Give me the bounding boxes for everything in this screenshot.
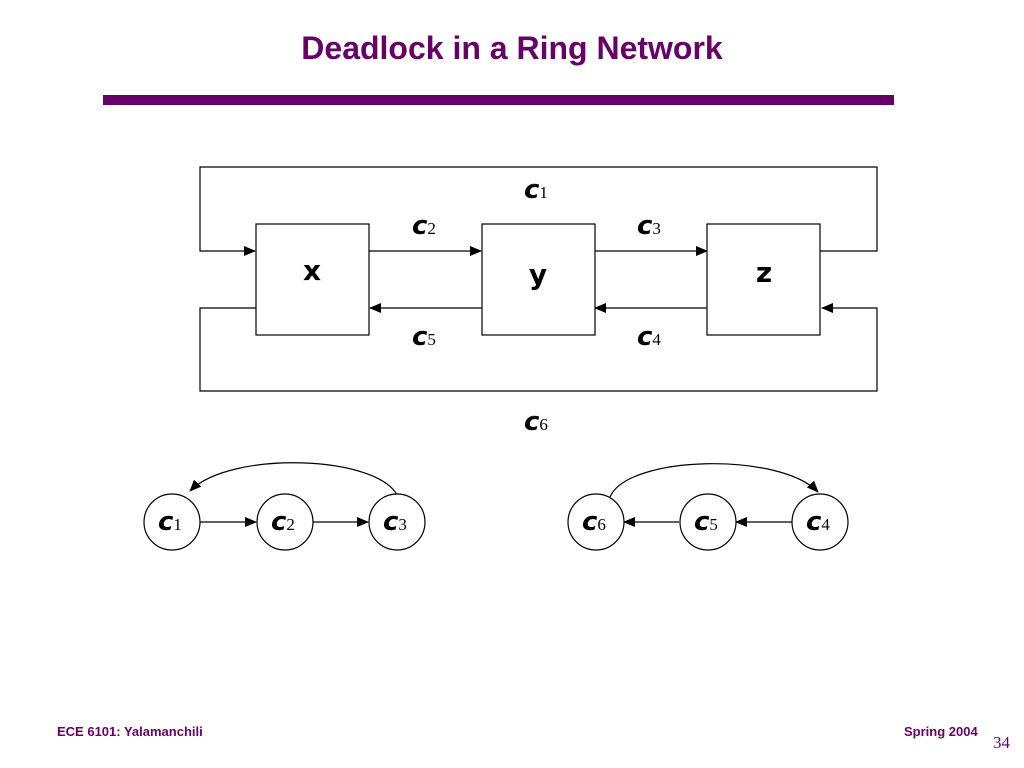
channel-label-c1: c1 xyxy=(524,175,548,205)
channel-label-c6: c6 xyxy=(524,407,548,437)
dep-node-c2 xyxy=(256,493,314,551)
dep-node-c1 xyxy=(143,493,201,551)
channel-label-c2: c2 xyxy=(412,211,436,241)
dep-node-c1-label: c1 xyxy=(158,507,182,537)
dep-node-c3 xyxy=(368,493,426,551)
dependency-graph-right: c6 c5 c4 xyxy=(567,463,849,551)
node-x: x xyxy=(255,223,370,336)
channel-label-c3: c3 xyxy=(637,211,661,241)
node-y: y xyxy=(481,223,596,336)
dep-node-c3-label: c3 xyxy=(383,507,407,537)
dep-edge-c3-c1 xyxy=(189,462,399,498)
node-y-label: y xyxy=(529,258,547,291)
dep-node-c5 xyxy=(679,493,737,551)
node-x-label: x xyxy=(303,254,321,287)
dep-node-c4 xyxy=(791,493,849,551)
dep-node-c2-label: c2 xyxy=(271,507,295,537)
dep-node-c4-label: c4 xyxy=(806,507,830,537)
title-underline xyxy=(103,95,894,105)
dependency-graph-left: c1 c2 c3 xyxy=(143,462,426,551)
footer-term: Spring 2004 xyxy=(904,724,978,739)
ring-link-c6 xyxy=(199,303,878,392)
dep-node-c6 xyxy=(567,493,625,551)
channel-label-c4: c4 xyxy=(637,322,661,352)
page-number: 34 xyxy=(993,733,1010,752)
dep-node-c5-label: c5 xyxy=(694,507,718,537)
dep-edge-c6-c4 xyxy=(609,463,819,498)
dep-node-c6-label: c6 xyxy=(582,507,606,537)
node-z-label: z xyxy=(756,256,772,289)
footer-course: ECE 6101: Yalamanchili xyxy=(57,724,203,739)
node-z: z xyxy=(706,223,821,336)
ring-link-c1 xyxy=(199,166,878,256)
channel-label-c5: c5 xyxy=(412,322,436,352)
slide-title: Deadlock in a Ring Network xyxy=(301,30,723,66)
